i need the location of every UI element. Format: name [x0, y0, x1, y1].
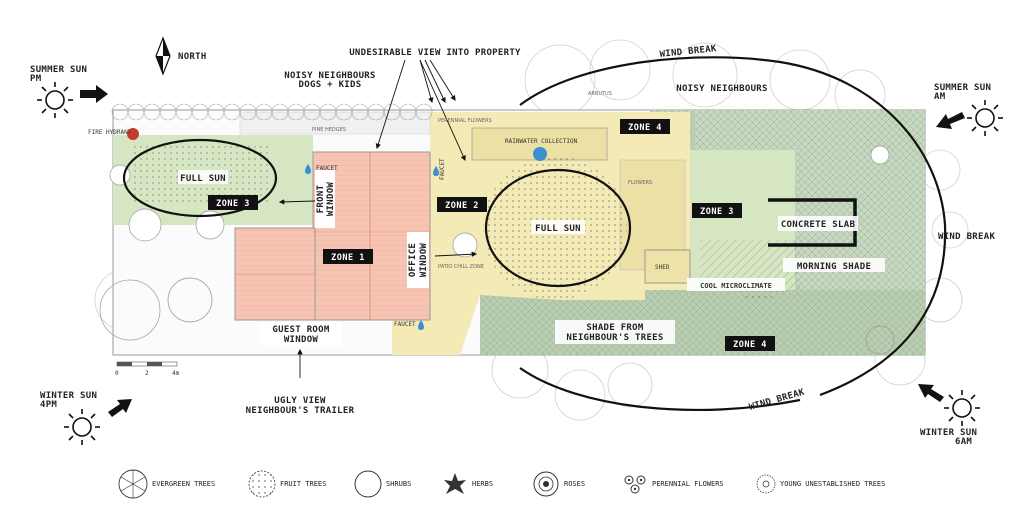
zone-4-bottom-tag: ZONE 4 [725, 336, 775, 351]
sun-icon-winter-pm [64, 409, 100, 445]
perennial-label: PERENNIAL FLOWERS [438, 118, 492, 124]
sun-arrow-winter-pm [108, 399, 132, 417]
legend-label-5: PERENNIAL FLOWERS [652, 480, 724, 488]
svg-text:ZONE 2: ZONE 2 [445, 201, 479, 211]
cool-microclimate-label: COOL MICROCLIMATE [700, 282, 772, 290]
full-sun-center-label: FULL SUN [535, 224, 581, 234]
windbreak-arc-top [519, 56, 947, 397]
zone-2-tag: ZONE 2 [437, 197, 487, 212]
full-sun-center-ellipse [484, 168, 632, 288]
west-trees [99, 145, 895, 355]
young-tree-icon [756, 474, 776, 494]
winter-sun-am-time: 6AM [955, 437, 972, 447]
morning-shade-label: MORNING SHADE [797, 262, 871, 272]
guest-window-label-1: GUEST ROOM [272, 325, 329, 335]
north-compass-icon [155, 36, 171, 76]
windbreak-arc-bottom [519, 367, 801, 412]
fruit-tree-icon [248, 470, 276, 498]
office-window-label-2: WINDOW [419, 243, 429, 278]
hedge-tree-row [111, 103, 433, 121]
shrub-icon [354, 470, 382, 498]
svg-text:ZONE 1: ZONE 1 [331, 253, 365, 263]
zone-3-right-tag: ZONE 3 [692, 203, 742, 218]
shade-trees-label-2: NEIGHBOUR'S TREES [566, 333, 663, 343]
rainwater-label: RAINWATER COLLECTION [505, 138, 578, 145]
arbutus-label: ARBUTUS [588, 91, 612, 97]
faucet-icon-side [433, 166, 439, 176]
perennial-flower-icon [624, 475, 646, 494]
faucet-icon-south [418, 320, 424, 330]
fire-hydrant-label: FIRE HYDRANT [88, 129, 132, 136]
front-window-label-1: FRONT [316, 184, 326, 213]
svg-text:ZONE 3: ZONE 3 [216, 199, 250, 209]
pine-hedge-strip [239, 111, 431, 135]
noisy-west-label-1: NOISY NEIGHBOURS [284, 71, 376, 81]
legend: EVERGREEN TREES FRUIT TREES SHRUBS HERBS… [118, 469, 885, 499]
svg-text:4m: 4m [172, 370, 180, 377]
sun-icon-summer-am [967, 100, 1003, 136]
legend-label-1: FRUIT TREES [280, 480, 326, 488]
svg-text:2: 2 [145, 370, 149, 377]
zone4-south-hatch [480, 290, 925, 355]
guest-window-label-2: WINDOW [284, 335, 319, 345]
noisy-west-label-2: DOGS + KIDS [299, 80, 362, 90]
shed-label: SHED [655, 264, 670, 271]
shade-trees-label-1: SHADE FROM [586, 323, 643, 333]
faucet-south-label: FAUCET [394, 321, 416, 328]
noisy-east-label: NOISY NEIGHBOURS [676, 84, 768, 94]
fire-hydrant-icon [127, 128, 139, 140]
svg-text:ZONE 4: ZONE 4 [733, 340, 767, 350]
concrete-slab-label: CONCRETE SLAB [781, 220, 856, 230]
evergreen-tree-icon [118, 469, 148, 499]
annotation-arrows [278, 59, 478, 378]
legend-label-2: SHRUBS [386, 480, 411, 488]
svg-text:ZONE 4: ZONE 4 [628, 123, 662, 133]
zone-4-top-tag: ZONE 4 [620, 119, 670, 134]
shed-building [644, 249, 691, 284]
office-window-label-1: OFFICE [408, 243, 418, 277]
scale-bar: 0 2 4m [115, 361, 180, 377]
legend-label-0: EVERGREEN TREES [152, 480, 215, 488]
sun-arrow-winter-am [918, 384, 944, 402]
wind-break-right-label: WIND BREAK [938, 232, 995, 242]
legend-label-3: HERBS [472, 480, 493, 488]
summer-sun-pm-label: SUMMER SUN [30, 65, 87, 75]
ugly-view-label-1: UGLY VIEW [274, 396, 326, 406]
full-sun-left-label: FULL SUN [180, 174, 226, 184]
undesirable-view-label: UNDESIRABLE VIEW INTO PROPERTY [349, 48, 521, 58]
svg-text:0: 0 [115, 370, 119, 377]
winter-sun-pm-label: WINTER SUN [40, 391, 97, 401]
rose-icon [533, 471, 559, 497]
zone-1-tag: ZONE 1 [323, 249, 373, 264]
faucet-front-label: FAUCET [316, 165, 338, 172]
svg-text:ZONE 3: ZONE 3 [700, 207, 734, 217]
legend-label-4: ROSES [564, 480, 585, 488]
sun-arrow-summer-pm [80, 85, 108, 103]
sun-icon-winter-am [944, 390, 980, 426]
winter-sun-pm-time: 4PM [40, 400, 57, 410]
summer-sun-pm-time: PM [30, 74, 42, 84]
ugly-view-label-2: NEIGHBOUR'S TRAILER [246, 406, 355, 416]
summer-sun-am-time: AM [934, 92, 946, 102]
sun-arrow-summer-am [936, 112, 965, 129]
front-window-label-2: WINDOW [326, 182, 336, 217]
faucet-icon-front [305, 164, 311, 174]
legend-label-6: YOUNG UNESTABLISHED TREES [780, 480, 885, 488]
pine-hedge-label: PINE HEDGES [312, 127, 346, 133]
full-sun-left-ellipse [122, 138, 278, 218]
patio-label: PATIO CHILL ZONE [438, 264, 484, 270]
sun-icon-summer-pm [37, 82, 73, 118]
rainwater-tank-icon [533, 147, 547, 161]
compass-label: NORTH [178, 52, 207, 62]
zone-3-left-tag: ZONE 3 [208, 195, 258, 210]
flowers-label: FLOWERS [628, 180, 652, 186]
winter-sun-am-label: WINTER SUN [920, 428, 977, 438]
faucet-side-label: FAUCET [439, 158, 446, 180]
herb-icon [444, 473, 466, 494]
summer-sun-am-label: SUMMER SUN [934, 83, 991, 93]
